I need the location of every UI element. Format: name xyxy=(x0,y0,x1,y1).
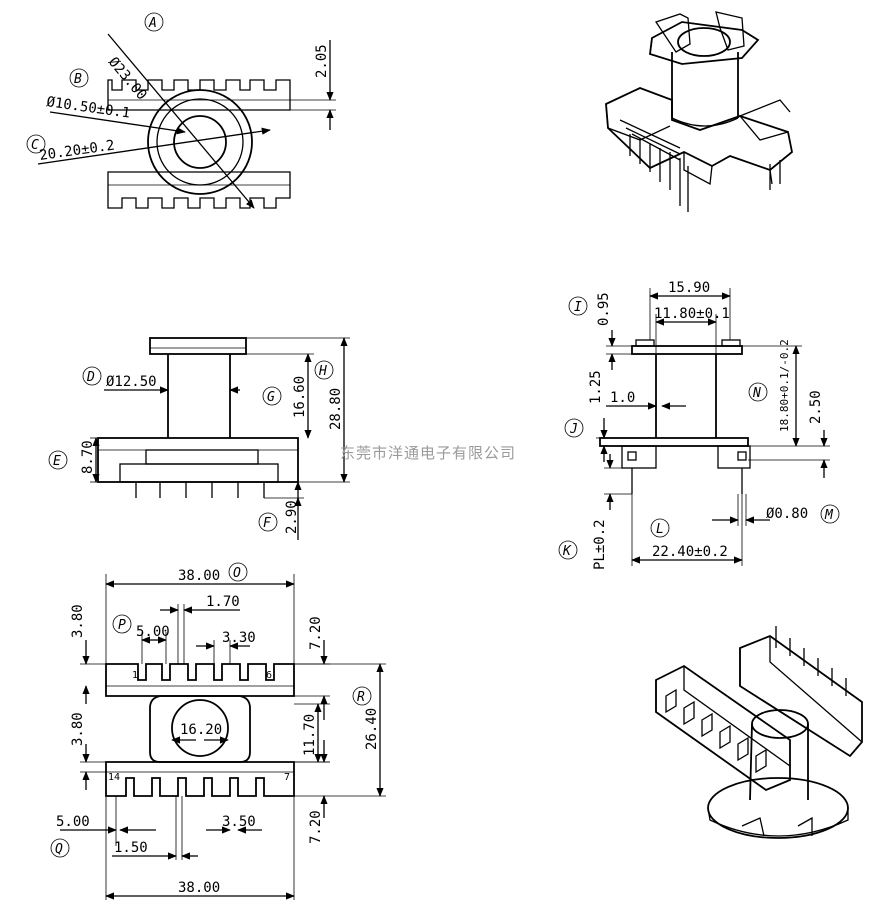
dim-side-pl: PL±0.2 xyxy=(592,519,608,570)
dim-side-15-9: 15.90 xyxy=(668,280,710,296)
dim-bottom-1-7: 1.70 xyxy=(206,594,240,610)
dim-top-20-2: 20.20±0.2 xyxy=(38,138,115,164)
watermark-company: 东莞市洋通电子有限公司 xyxy=(340,444,516,462)
side-view: 15.90 11.80±0.1 I 0.95 1.25 1.0 J N 18 xyxy=(558,280,840,570)
dim-bottom-3-5: 3.50 xyxy=(222,814,256,830)
pin-label-14: 14 xyxy=(108,772,120,783)
dim-bottom-26-4: 26.40 xyxy=(364,708,380,750)
dim-bottom-5-0: 5.00 xyxy=(136,624,170,640)
bottom-view: 38.00 O 1 6 1.70 P 5.00 3.30 3.80 xyxy=(50,562,386,900)
dim-side-18-8: 18.80+0.1/-0.2 xyxy=(778,339,791,432)
label-G: G xyxy=(267,390,275,405)
dim-side-diameter-0-8: Ø0.80 xyxy=(766,506,808,522)
dim-front-8-7: 8.70 xyxy=(80,440,96,474)
iso-view-top xyxy=(605,11,793,212)
label-J: J xyxy=(569,422,578,437)
dim-bottom-38-bottom: 38.00 xyxy=(178,880,220,896)
dim-front-28-8: 28.80 xyxy=(328,388,344,430)
dim-bottom-3-8-a: 3.80 xyxy=(70,604,86,638)
iso-view-bottom xyxy=(655,626,863,839)
dim-side-0-95: 0.95 xyxy=(596,292,612,326)
dim-bottom-1-5: 1.50 xyxy=(114,840,148,856)
pin-label-6: 6 xyxy=(266,670,272,681)
dim-bottom-16-2: 16.20 xyxy=(180,722,222,738)
label-M: M xyxy=(824,508,834,523)
top-view: Ø23.00 A 2.05 B Ø10.50±0.1 C 20.20±0.2 xyxy=(26,12,336,209)
pin-label-1: 1 xyxy=(132,670,138,681)
label-K: K xyxy=(562,544,572,559)
label-P: P xyxy=(118,618,126,633)
label-D: D xyxy=(86,370,95,385)
dim-bottom-38-top: 38.00 xyxy=(178,568,220,584)
label-I: I xyxy=(574,300,582,315)
dim-side-1-0: 1.0 xyxy=(610,390,635,406)
front-view: D Ø12.50 16.60 G 28.80 H 8.70 E 2.90 F xyxy=(48,337,350,540)
dim-bottom-5-0-b: 5.00 xyxy=(56,814,90,830)
dim-bottom-7-2-a: 7.20 xyxy=(308,616,324,650)
dim-front-16-6: 16.60 xyxy=(292,376,308,418)
label-N: N xyxy=(752,386,761,401)
pin-label-7: 7 xyxy=(284,772,290,783)
label-A: A xyxy=(148,16,157,31)
dim-bottom-11-7: 11.70 xyxy=(302,714,318,756)
dim-bottom-3-3: 3.30 xyxy=(222,630,256,646)
dim-bottom-3-8-b: 3.80 xyxy=(70,712,86,746)
dim-bottom-7-2-b: 7.20 xyxy=(308,810,324,844)
label-C: C xyxy=(31,138,39,153)
dim-side-11-8: 11.80±0.1 xyxy=(654,306,730,322)
label-F: F xyxy=(263,516,272,531)
dim-side-2-5: 2.50 xyxy=(808,390,824,424)
dim-front-2-9: 2.90 xyxy=(284,500,300,534)
dim-top-diameter-23: Ø23.00 xyxy=(105,54,150,103)
label-L: L xyxy=(656,522,664,537)
dim-side-1-25: 1.25 xyxy=(588,370,604,404)
dim-side-22-4: 22.40±0.2 xyxy=(652,544,728,560)
dim-top-2-05: 2.05 xyxy=(314,44,330,78)
label-H: H xyxy=(318,364,327,379)
label-O: O xyxy=(233,566,241,581)
label-B: B xyxy=(74,72,82,87)
dim-front-diameter-12-5: Ø12.50 xyxy=(106,374,157,390)
label-Q: Q xyxy=(55,842,63,857)
label-R: R xyxy=(357,690,365,705)
label-E: E xyxy=(53,454,61,469)
